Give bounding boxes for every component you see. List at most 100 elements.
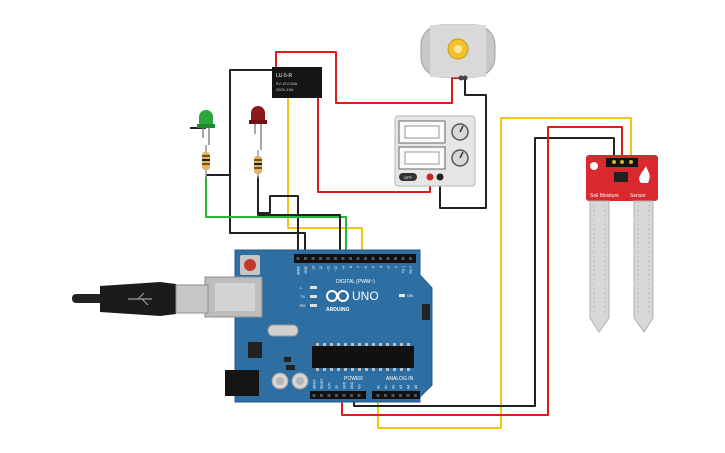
bottom-header-holes bbox=[312, 394, 417, 397]
resistor-red-led[interactable] bbox=[254, 150, 262, 178]
power-supply[interactable]: OFF bbox=[394, 115, 476, 187]
digital-pin-hole[interactable] bbox=[394, 257, 397, 260]
digital-pin-hole[interactable] bbox=[334, 257, 337, 260]
prong-dot bbox=[604, 274, 606, 276]
motor-terminal-left[interactable] bbox=[458, 75, 464, 81]
chip-pin bbox=[407, 368, 410, 371]
wire-black-relay-gnd[interactable] bbox=[229, 69, 306, 262]
power-pin-hole[interactable] bbox=[320, 394, 323, 397]
digital-pin-hole[interactable] bbox=[349, 257, 352, 260]
chip-pin bbox=[379, 368, 382, 371]
supply-terminal-negative[interactable] bbox=[436, 173, 444, 181]
red-led[interactable] bbox=[249, 106, 267, 150]
digital-pin-hole[interactable] bbox=[356, 257, 360, 260]
red-led-dome bbox=[251, 106, 265, 121]
power-pin-hole[interactable] bbox=[327, 394, 331, 397]
wire-red-sensor-vcc[interactable] bbox=[341, 126, 623, 416]
supply-terminal-positive[interactable] bbox=[426, 173, 434, 181]
supply-knob-voltage-mark bbox=[459, 125, 464, 133]
prong-dot bbox=[604, 292, 606, 295]
digital-pin-label: 12 bbox=[319, 266, 323, 270]
analog-pin-hole[interactable] bbox=[414, 394, 417, 397]
digital-pin-hole[interactable] bbox=[311, 257, 315, 260]
digital-pin-hole[interactable] bbox=[326, 257, 330, 260]
prong-dot bbox=[637, 255, 639, 258]
green-led[interactable] bbox=[197, 110, 215, 145]
digital-pin-label: 4 bbox=[379, 266, 383, 268]
dc-motor[interactable] bbox=[420, 24, 496, 81]
prong-dot bbox=[604, 310, 606, 313]
prong-dot bbox=[648, 297, 650, 299]
power-pin-hole[interactable] bbox=[350, 394, 353, 397]
analog-pin-hole[interactable] bbox=[406, 394, 410, 397]
wire-red-relay-motor[interactable] bbox=[275, 51, 461, 104]
wire-black-led-gnd[interactable] bbox=[257, 176, 299, 262]
power-pin-hole[interactable] bbox=[335, 394, 338, 397]
soil-moisture-sensor[interactable]: Soil Moisture Sensor bbox=[586, 155, 658, 333]
prong-dot bbox=[637, 251, 639, 253]
digital-label: DIGITAL (PWM~) bbox=[336, 279, 375, 285]
supply-off-switch[interactable] bbox=[399, 173, 417, 181]
digital-pin-hole[interactable] bbox=[371, 257, 375, 260]
resistor-green-led[interactable] bbox=[202, 145, 210, 178]
on-label: ON bbox=[407, 293, 413, 298]
wire-green-led-signal[interactable] bbox=[205, 176, 347, 262]
wire-black-sensor-gnd[interactable] bbox=[353, 137, 615, 407]
usb-cable-wire bbox=[72, 294, 104, 303]
digital-pin-hole[interactable] bbox=[386, 257, 390, 260]
digital-pin-label: ~9 bbox=[342, 266, 346, 270]
chip-pin bbox=[379, 343, 382, 346]
wire-yellow-sensor-sig[interactable] bbox=[377, 117, 632, 429]
prong-dot bbox=[604, 214, 606, 217]
analog-pin-hole[interactable] bbox=[384, 394, 387, 397]
capacitor-2-top bbox=[296, 377, 304, 385]
wire-black-red-led-signal[interactable] bbox=[257, 176, 341, 262]
power-pin-hole[interactable] bbox=[357, 394, 361, 397]
prong-dot bbox=[648, 232, 650, 235]
analog-pin-hole[interactable] bbox=[376, 394, 380, 397]
analog-pin-hole[interactable] bbox=[399, 394, 402, 397]
wire-yellow-relay-signal[interactable] bbox=[287, 98, 363, 262]
digital-pin-hole[interactable] bbox=[364, 257, 367, 260]
prong-dot bbox=[648, 237, 650, 240]
chip-pin bbox=[358, 368, 361, 371]
prong-dot bbox=[593, 251, 595, 253]
sensor-pin-gnd bbox=[620, 160, 624, 164]
prong-dot bbox=[637, 278, 639, 281]
reset-button-cap bbox=[244, 259, 256, 271]
chip-pin bbox=[400, 368, 403, 371]
digital-pin-hole[interactable] bbox=[296, 257, 300, 260]
digital-pin-hole[interactable] bbox=[304, 257, 307, 260]
usb-cable[interactable] bbox=[72, 282, 209, 316]
prong-dot bbox=[648, 310, 650, 313]
relay[interactable]: LU-5-R 5V-12V-25A 250V-15A bbox=[272, 67, 322, 98]
digital-pin-hole[interactable] bbox=[341, 257, 345, 260]
prong-dot bbox=[593, 310, 595, 313]
digital-pin-hole[interactable] bbox=[379, 257, 382, 260]
digital-pin-hole[interactable] bbox=[319, 257, 322, 260]
power-pin-hole[interactable] bbox=[312, 394, 316, 397]
digital-pin-hole[interactable] bbox=[401, 257, 405, 260]
dc-barrel-jack[interactable] bbox=[225, 370, 259, 396]
motor-terminal-right[interactable] bbox=[462, 75, 468, 81]
analog-pin-hole[interactable] bbox=[391, 394, 395, 397]
analog-pin-label: A0 bbox=[377, 385, 381, 389]
prong-dot bbox=[637, 228, 639, 230]
prong-dot bbox=[637, 209, 639, 212]
prong-dot bbox=[648, 241, 650, 244]
prong-dot bbox=[593, 237, 595, 240]
prong-dot bbox=[648, 292, 650, 295]
wire-black-motor-supply[interactable] bbox=[439, 78, 487, 209]
prong-dot bbox=[593, 214, 595, 217]
digital-pin-hole[interactable] bbox=[409, 257, 412, 260]
prong-dot bbox=[637, 246, 639, 249]
sensor-mount-hole-left bbox=[590, 162, 598, 170]
chip-pin bbox=[386, 368, 389, 371]
digital-pin-label: ~11 bbox=[327, 266, 331, 272]
relay-label-line1: LU-5-R bbox=[276, 73, 293, 79]
prong-dot bbox=[637, 241, 639, 244]
power-pin-hole[interactable] bbox=[342, 394, 346, 397]
